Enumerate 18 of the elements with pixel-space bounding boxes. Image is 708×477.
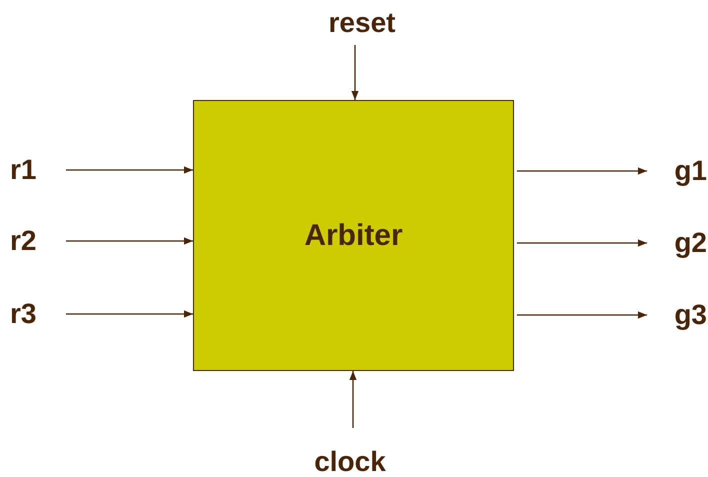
signal-label: r1 [10, 156, 36, 184]
signal-label: g2 [674, 229, 707, 257]
arrow [66, 310, 193, 318]
arrow [66, 237, 193, 245]
arrow [517, 167, 647, 175]
signal-label: g3 [674, 301, 707, 329]
signal-label: g1 [674, 157, 707, 185]
signal-label: reset [328, 8, 396, 36]
arrow [351, 45, 359, 100]
signal-label: r3 [10, 300, 36, 328]
arrow [517, 239, 647, 247]
signal-label: r2 [10, 227, 36, 255]
block-label: Arbiter [304, 220, 403, 250]
block-box [193, 100, 514, 371]
arrow [66, 166, 193, 174]
arrow [349, 371, 357, 428]
arrow [517, 311, 647, 319]
signal-label: clock [314, 448, 386, 476]
